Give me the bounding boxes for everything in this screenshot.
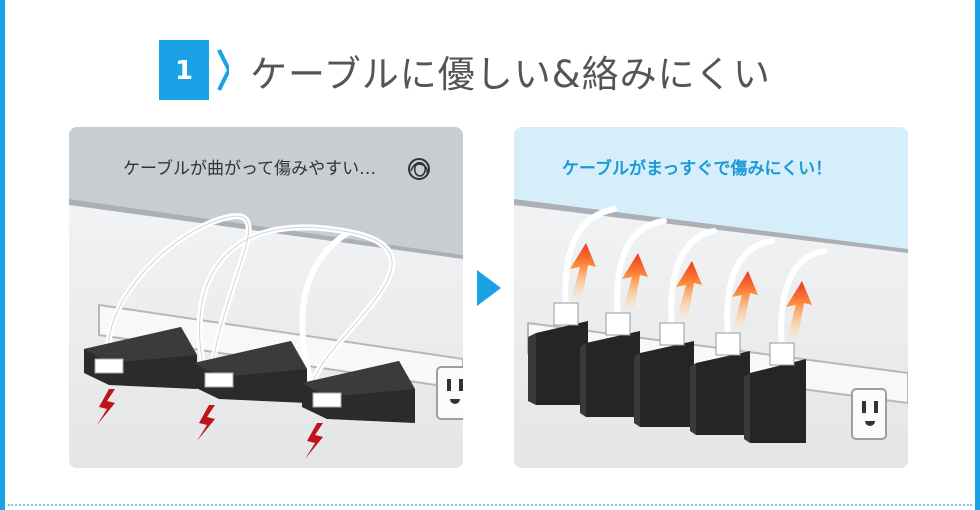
adapter	[580, 312, 640, 417]
adapter	[690, 332, 750, 435]
after-illustration	[514, 199, 908, 468]
section-heading: 1 ケーブルに優しい&絡みにくい	[0, 40, 980, 100]
right-triangle-arrow	[477, 270, 501, 306]
up-arrow-gradient-icon	[570, 243, 812, 337]
before-panel: ケーブルが曲がって傷みやすい…	[69, 127, 463, 468]
lightning-bolt-icon	[97, 389, 323, 459]
after-panel: ケーブルがまっすぐで傷みにくい！	[514, 127, 908, 468]
adapter	[634, 322, 694, 427]
straight-cables	[562, 206, 827, 352]
number-badge	[159, 40, 229, 100]
adapter	[302, 361, 415, 423]
section-number: 1	[174, 56, 194, 86]
adapter	[194, 341, 307, 403]
before-caption: ケーブルが曲がって傷みやすい…	[123, 159, 377, 179]
left-accent-bar	[0, 0, 5, 510]
adapter	[744, 342, 806, 443]
badge-shape	[159, 40, 229, 100]
outlet	[851, 388, 887, 440]
outlet	[436, 366, 463, 420]
scribble-icon	[408, 158, 430, 180]
bottom-dotted-divider	[8, 504, 972, 506]
section-title: ケーブルに優しい&絡みにくい	[250, 53, 771, 96]
adapter	[84, 327, 197, 389]
after-caption: ケーブルがまっすぐで傷みにくい！	[562, 159, 833, 179]
before-illustration	[69, 158, 463, 468]
right-accent-bar	[975, 0, 980, 510]
adapter	[528, 302, 588, 405]
